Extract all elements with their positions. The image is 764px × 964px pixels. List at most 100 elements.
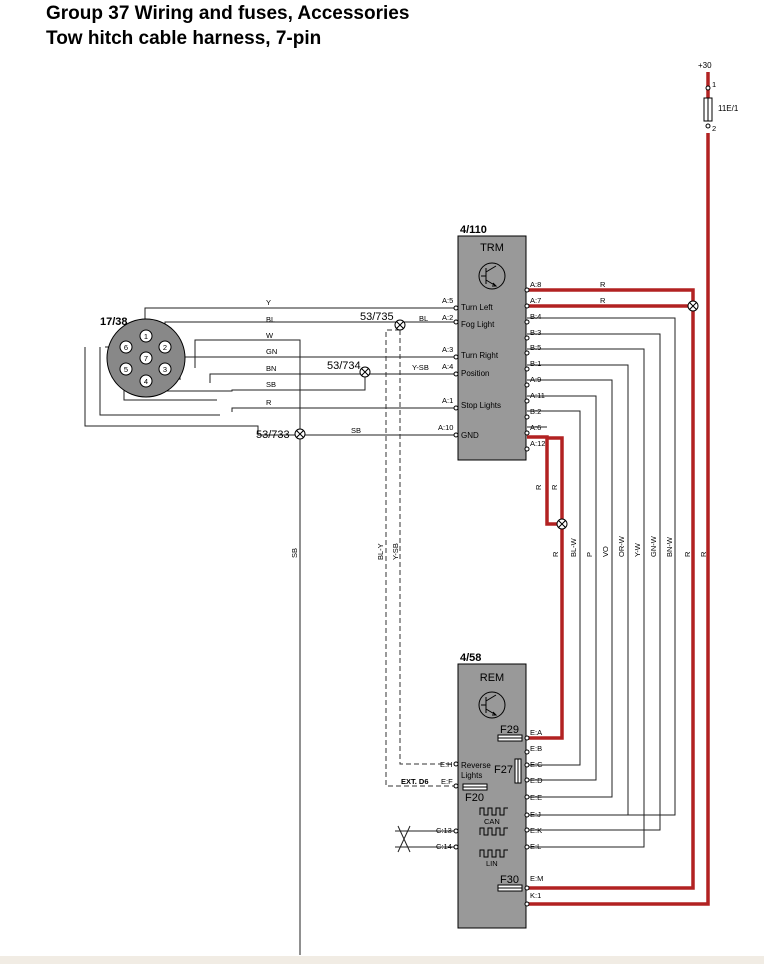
wire-a12-loop	[527, 435, 564, 526]
lin-label: LIN	[486, 859, 498, 868]
trm-func-gnd: GND	[461, 431, 479, 440]
wire-label-r-a7: R	[600, 296, 606, 305]
trm-pin-a5: A:5	[442, 296, 453, 305]
trm-pin-a4: A:4	[442, 362, 453, 371]
transistor-icon	[478, 691, 506, 719]
wire-label-v-4: OR-W	[617, 535, 626, 557]
wire-label-bn: BN	[266, 364, 276, 373]
wire-label-bl: BL	[266, 315, 275, 324]
trm-pin-b5: B:5	[530, 343, 541, 352]
trm-func-fog-light: Fog Light	[461, 320, 495, 329]
can-icon	[479, 807, 508, 836]
rem-reverse-line1: Reverse	[461, 761, 491, 770]
rem-pin-el: E:L	[530, 842, 541, 851]
trm-pin-a11: A:11	[530, 391, 545, 400]
splice-a7-icon	[687, 300, 699, 312]
supply-pin-bottom: 2	[712, 124, 716, 133]
wire-sb-gnd	[84, 347, 456, 436]
wire-label-sb-vertical: SB	[290, 548, 299, 558]
splice-a12-icon	[556, 518, 568, 530]
trm-func-stop-lights: Stop Lights	[461, 401, 501, 410]
supply-pin-top: 1	[712, 80, 716, 89]
wire-bl	[164, 321, 456, 347]
trm-name: TRM	[480, 242, 504, 254]
rem-pin-ee: E:E	[530, 793, 542, 802]
splice-735-label: 53/735	[360, 311, 394, 323]
rem-pin-eb: E:B	[530, 744, 542, 753]
trm-func-turn-left: Turn Left	[461, 303, 493, 312]
wire-label-r: R	[266, 398, 272, 407]
wire-twist	[397, 825, 411, 853]
wire-label-r-a12b: R	[550, 484, 559, 490]
wire-label-y: Y	[266, 298, 271, 307]
wire-label-v-3: VO	[601, 546, 610, 557]
rem-pin-ec: E:C	[530, 760, 543, 769]
trm-pin-b3: B:3	[530, 328, 541, 337]
connector-pin-2: 2	[163, 343, 167, 352]
wire-bl-y	[399, 330, 456, 765]
wire-label-r-a12: R	[534, 484, 543, 490]
trm-pin-a3: A:3	[442, 345, 453, 354]
trm-pin-b2: B:2	[530, 407, 541, 416]
rem-pin-k1: K:1	[530, 891, 541, 900]
signal-wires	[84, 307, 676, 955]
rem-pin-c13: C:13	[436, 826, 452, 835]
power-wires	[527, 72, 710, 906]
rem-reverse-line2: Lights	[461, 771, 482, 780]
trm-pin-a8: A:8	[530, 280, 541, 289]
wire-label-v-1: BL-W	[569, 537, 578, 557]
trm-pin-b4: B:4	[530, 312, 541, 321]
wire-r	[231, 407, 456, 412]
wire-label-v-8: R	[683, 551, 692, 557]
connector-pin-5: 5	[124, 365, 128, 374]
wire-b5	[527, 348, 645, 848]
wire-can-lin	[395, 830, 456, 848]
trm-pin-b1: B:1	[530, 359, 541, 368]
splice-734-label: 53/734	[327, 360, 361, 372]
trm-func-turn-right: Turn Right	[461, 351, 499, 360]
splice-735-icon	[394, 319, 406, 331]
tow-connector: 1 2 3 4 5 6 7	[106, 318, 186, 398]
trm-id: 4/110	[460, 224, 487, 236]
connector-pin-3: 3	[163, 365, 167, 374]
wire-a12-down	[527, 524, 564, 740]
wire-y-sb-dashed	[385, 329, 456, 787]
wire-b1	[527, 364, 629, 815]
lin-icon	[479, 849, 508, 858]
splice-733-icon	[294, 428, 306, 440]
wire-label-v-7: BN-W	[665, 536, 674, 557]
wire-label-ysb: Y-SB	[412, 363, 429, 372]
connector-pin-6: 6	[124, 343, 128, 352]
can-label: CAN	[484, 817, 500, 826]
rem-pin-ed: E:D	[530, 776, 543, 785]
rem-id: 4/58	[460, 652, 481, 664]
wire-a9	[527, 379, 613, 798]
rem-pin-ej: E:J	[530, 810, 541, 819]
wire-label-ysb-vertical: Y-SB	[391, 543, 400, 560]
wire-label-v-6: GN-W	[649, 535, 658, 557]
trm-pin-a6: A:6	[530, 423, 541, 432]
trm-func-position: Position	[461, 369, 489, 378]
wire-a11	[527, 395, 597, 781]
supply-label: +30	[698, 61, 712, 70]
fuse-f29-label: F29	[500, 724, 519, 736]
wire-b4	[527, 317, 676, 816]
wire-w	[194, 339, 301, 955]
rem-pin-ek: E:K	[530, 826, 542, 835]
trm-pin-a10: A:10	[438, 423, 453, 432]
trm-pin-a1: A:1	[442, 396, 453, 405]
wire-label-bl2: BL	[419, 314, 428, 323]
trm-pin-a12: A:12	[530, 439, 545, 448]
rem-pin-c14: C:14	[436, 842, 452, 851]
wire-label-v-2: P	[585, 552, 594, 557]
wire-extra	[99, 347, 220, 416]
rem-pin-ea: E:A	[530, 728, 542, 737]
footer-bar	[0, 956, 764, 964]
wire-label-w: W	[266, 331, 274, 340]
rem-ext-label: EXT. D6	[401, 777, 429, 786]
wire-y	[144, 307, 456, 330]
rem-pin-em: E:M	[530, 874, 543, 883]
wire-b3	[527, 333, 661, 831]
supply-fuse-id: 11E/1	[718, 104, 739, 113]
